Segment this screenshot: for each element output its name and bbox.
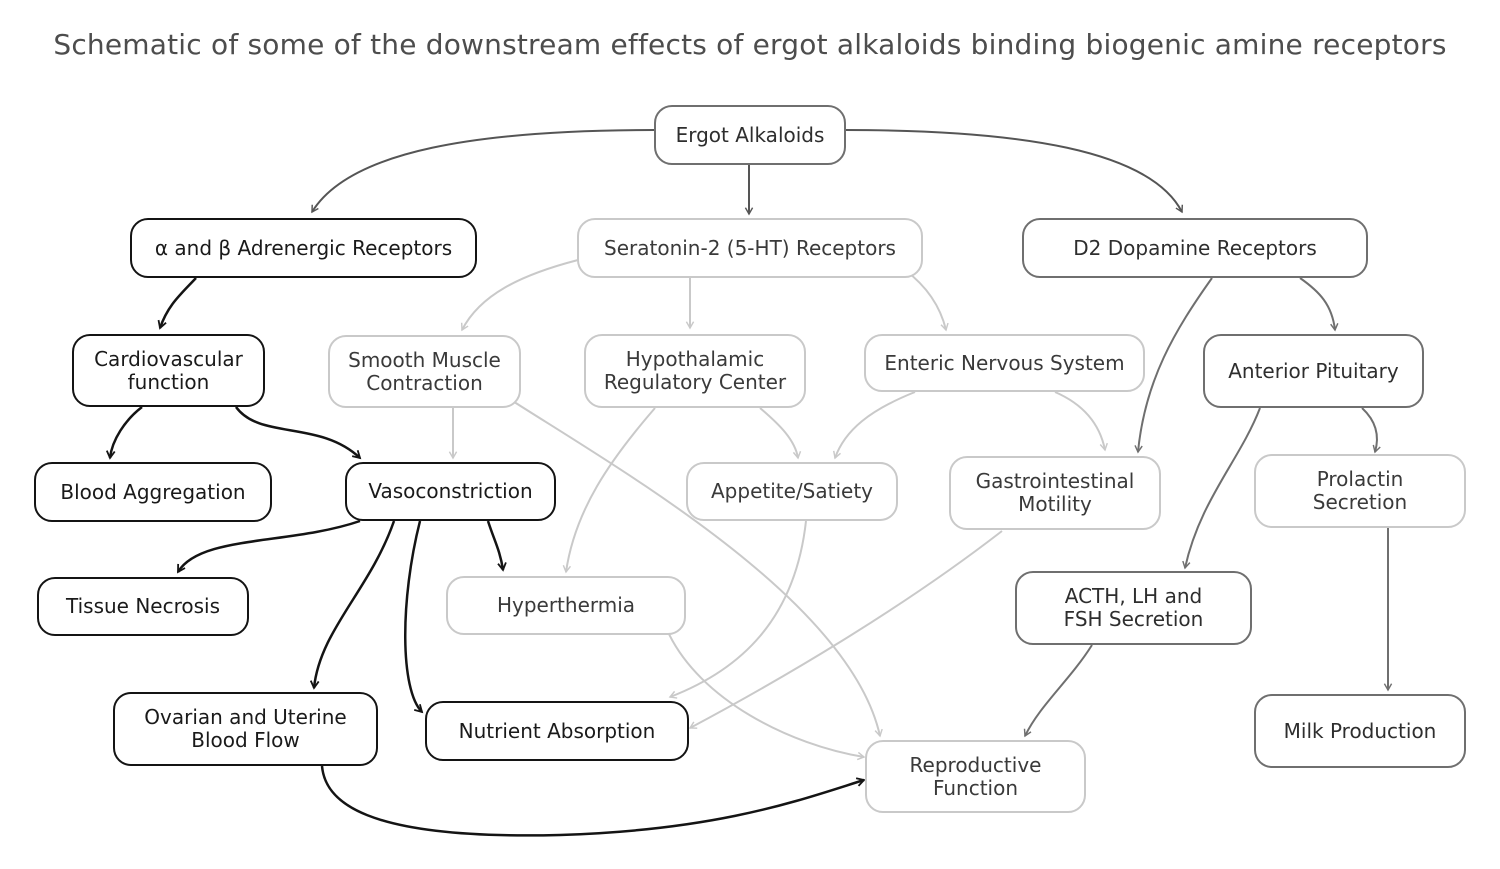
- node-gastrointestinal-motility: Gastrointestinal Motility: [949, 456, 1161, 530]
- node-ovarian-uterine-blood-flow: Ovarian and Uterine Blood Flow: [113, 692, 378, 766]
- node-adrenergic-receptors: α and β Adrenergic Receptors: [130, 218, 477, 278]
- arrow-pituitary-to-acth: [1182, 407, 1261, 570]
- node-milk-production: Milk Production: [1254, 694, 1466, 768]
- arrow-vasoconstriction-to-nutrient-absorption: [404, 520, 424, 714]
- node-cardiovascular-function: Cardiovascular function: [72, 334, 265, 407]
- arrow-ovarian-blood-flow-to-reproductive: [320, 765, 866, 837]
- arrow-pituitary-to-prolactin: [1361, 407, 1381, 454]
- arrow-appetite-to-nutrient-absorption: [668, 520, 807, 699]
- diagram-title: Schematic of some of the downstream effe…: [53, 28, 1447, 61]
- arrow-cardiovascular-to-vasoconstriction: [234, 406, 362, 460]
- arrow-ergot-to-dopamine: [844, 129, 1184, 214]
- node-enteric-nervous-system: Enteric Nervous System: [864, 334, 1145, 392]
- node-acth-lh-fsh-secretion: ACTH, LH and FSH Secretion: [1015, 571, 1252, 645]
- arrow-enteric-to-appetite: [833, 391, 916, 460]
- node-prolactin-secretion: Prolactin Secretion: [1254, 454, 1466, 528]
- arrow-hypothalamic-to-appetite: [759, 407, 802, 460]
- node-vasoconstriction: Vasoconstriction: [345, 462, 556, 521]
- node-appetite-satiety: Appetite/Satiety: [686, 462, 898, 521]
- node-reproductive-function: Reproductive Function: [865, 740, 1086, 813]
- arrow-hypothalamic-to-hyperthermia: [562, 407, 656, 574]
- node-ergot-alkaloids: Ergot Alkaloids: [654, 105, 846, 165]
- arrow-gi-motility-to-nutrient-absorption: [688, 530, 1003, 729]
- node-blood-aggregation: Blood Aggregation: [34, 462, 272, 522]
- arrow-enteric-to-gi-motility: [1054, 391, 1108, 452]
- node-nutrient-absorption: Nutrient Absorption: [425, 701, 689, 761]
- arrow-hyperthermia-to-reproductive: [667, 631, 866, 761]
- node-serotonin-receptors: Seratonin-2 (5-HT) Receptors: [577, 218, 923, 278]
- arrow-vasoconstriction-to-ovarian-blood-flow: [309, 520, 396, 690]
- arrow-smooth-muscle-to-reproductive: [507, 397, 883, 738]
- arrow-dopamine-to-anterior-pituitary: [1299, 277, 1339, 332]
- node-hyperthermia: Hyperthermia: [446, 576, 686, 635]
- node-tissue-necrosis: Tissue Necrosis: [37, 577, 249, 636]
- node-anterior-pituitary: Anterior Pituitary: [1203, 334, 1424, 408]
- arrow-vasoconstriction-to-tissue-necrosis: [176, 519, 361, 574]
- arrow-serotonin-to-smooth-muscle: [460, 259, 579, 332]
- arrow-cardiovascular-to-blood-aggregation: [105, 406, 143, 460]
- node-dopamine-receptors: D2 Dopamine Receptors: [1022, 218, 1368, 278]
- arrow-vasoconstriction-to-hyperthermia: [486, 520, 507, 572]
- arrow-adrenergic-to-cardiovascular: [157, 277, 197, 330]
- node-smooth-muscle-contraction: Smooth Muscle Contraction: [328, 335, 521, 408]
- arrow-ergot-to-adrenergic: [311, 129, 656, 214]
- arrow-serotonin-to-enteric: [904, 269, 949, 332]
- arrow-acth-to-reproductive: [1023, 644, 1093, 738]
- node-hypothalamic-regulatory-center: Hypothalamic Regulatory Center: [584, 334, 806, 408]
- arrow-dopamine-to-gi-motility: [1134, 277, 1213, 454]
